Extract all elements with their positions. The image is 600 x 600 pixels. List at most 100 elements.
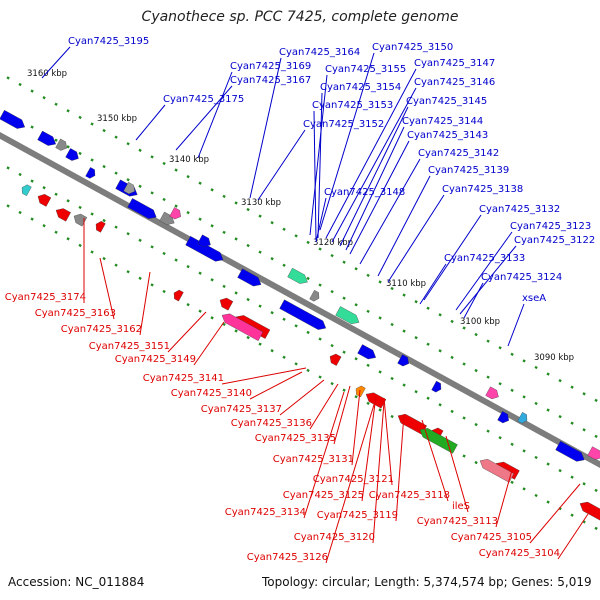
tick-mark xyxy=(582,392,586,396)
tick-mark xyxy=(570,513,574,517)
tick-mark xyxy=(546,372,550,376)
gene-label: Cyan7425_3169 xyxy=(230,61,311,72)
tick-mark xyxy=(534,493,538,498)
gene-label: Cyan7425_3147 xyxy=(414,58,495,69)
tick-mark xyxy=(486,339,490,343)
gene-label: Cyan7425_3174 xyxy=(5,292,86,303)
tick-mark xyxy=(510,442,514,446)
tick-mark xyxy=(234,201,238,205)
tick-mark xyxy=(174,168,178,172)
leader-line xyxy=(41,46,71,79)
tick-mark xyxy=(378,316,382,320)
gene-label: Cyan7425_3146 xyxy=(414,77,495,88)
tick-mark xyxy=(306,330,310,335)
gene-label: Cyan7425_3155 xyxy=(325,64,406,75)
tick-mark xyxy=(282,263,286,267)
gene-label: Cyan7425_3175 xyxy=(163,94,244,105)
tick-mark xyxy=(138,184,142,188)
tick-mark xyxy=(258,214,262,218)
tick-mark xyxy=(246,243,250,248)
tick-mark xyxy=(330,289,334,294)
tick-mark xyxy=(126,270,130,274)
tick-mark xyxy=(474,332,478,337)
tick-mark xyxy=(270,349,274,353)
gene-label: Cyan7425_3138 xyxy=(442,184,523,195)
tick-mark xyxy=(6,166,10,170)
forward-gene-arrow xyxy=(85,167,96,179)
tick-mark xyxy=(210,316,214,320)
forward-gene-arrow xyxy=(123,181,135,195)
tick-mark xyxy=(570,421,574,425)
tick-mark xyxy=(54,192,58,196)
forward-gene-arrow xyxy=(517,412,528,424)
reverse-gene-arrow xyxy=(221,313,264,341)
gene-label: Cyan7425_3137 xyxy=(201,404,282,415)
tick-mark xyxy=(438,349,442,353)
tick-mark xyxy=(438,313,442,317)
leader-line xyxy=(333,385,351,445)
tick-mark xyxy=(138,276,142,280)
genome-summary-text: Topology: circular; Length: 5,374,574 bp… xyxy=(262,575,592,589)
forward-gene-arrow xyxy=(37,130,56,146)
leader-line xyxy=(383,397,393,486)
tick-mark xyxy=(222,284,226,289)
gene-label: Cyan7425_3118 xyxy=(369,490,450,501)
tick-mark xyxy=(246,207,250,212)
gene-label: Cyan7425_3151 xyxy=(89,341,170,352)
tick-mark xyxy=(510,388,514,392)
leader-line xyxy=(325,397,377,564)
leader-line xyxy=(167,311,207,353)
ruler-tick-label: 3140 kbp xyxy=(169,155,209,165)
tick-mark xyxy=(90,158,94,162)
tick-mark xyxy=(570,385,574,389)
tick-mark xyxy=(234,329,238,333)
tick-mark xyxy=(30,89,34,93)
tick-mark xyxy=(18,210,22,215)
tick-mark xyxy=(330,381,334,386)
tick-mark xyxy=(222,230,226,235)
leader-line xyxy=(339,106,409,247)
tick-mark xyxy=(594,488,598,493)
tick-mark xyxy=(114,225,118,229)
leader-line xyxy=(372,401,385,544)
tick-mark xyxy=(462,326,466,330)
gene-label: Cyan7425_3167 xyxy=(230,75,311,86)
leader-line xyxy=(395,413,405,522)
gene-label: Cyan7425_3133 xyxy=(444,253,525,264)
forward-gene-arrow xyxy=(555,440,585,462)
tick-mark xyxy=(90,122,94,126)
gene-label: Cyan7425_3162 xyxy=(61,324,142,335)
leader-line xyxy=(221,367,307,385)
map-title: Cyanothece sp. PCC 7425, complete genome xyxy=(141,9,459,25)
forward-gene-arrow xyxy=(127,198,157,219)
tick-mark xyxy=(138,238,142,242)
leader-line xyxy=(309,383,339,430)
tick-mark xyxy=(90,250,94,254)
leader-line xyxy=(309,74,328,236)
label-leader-lines xyxy=(41,46,589,564)
tick-mark xyxy=(534,455,538,460)
tick-mark xyxy=(90,212,94,216)
tick-mark xyxy=(342,350,346,354)
leader-line xyxy=(377,175,431,277)
forward-gene-arrow xyxy=(287,267,308,284)
tick-mark xyxy=(162,197,166,202)
reverse-gene-arrow xyxy=(173,289,184,302)
reverse-gene-arrow xyxy=(55,208,71,222)
tick-mark xyxy=(246,335,250,340)
tick-mark xyxy=(450,409,454,414)
leader-line xyxy=(319,52,375,231)
gene-label: Cyan7425_3153 xyxy=(312,100,393,111)
tick-mark xyxy=(498,436,502,440)
tick-mark xyxy=(174,204,178,208)
tick-mark xyxy=(66,199,70,203)
tick-mark xyxy=(318,247,322,251)
tick-mark xyxy=(474,422,478,427)
leader-line xyxy=(197,71,233,159)
forward-gene-arrow xyxy=(485,386,499,400)
tick-mark xyxy=(78,205,82,210)
tick-mark xyxy=(498,346,502,350)
tick-mark xyxy=(330,253,334,258)
gene-label: Cyan7425_3135 xyxy=(255,433,336,444)
ruler-tick-label: 3130 kbp xyxy=(241,198,281,208)
